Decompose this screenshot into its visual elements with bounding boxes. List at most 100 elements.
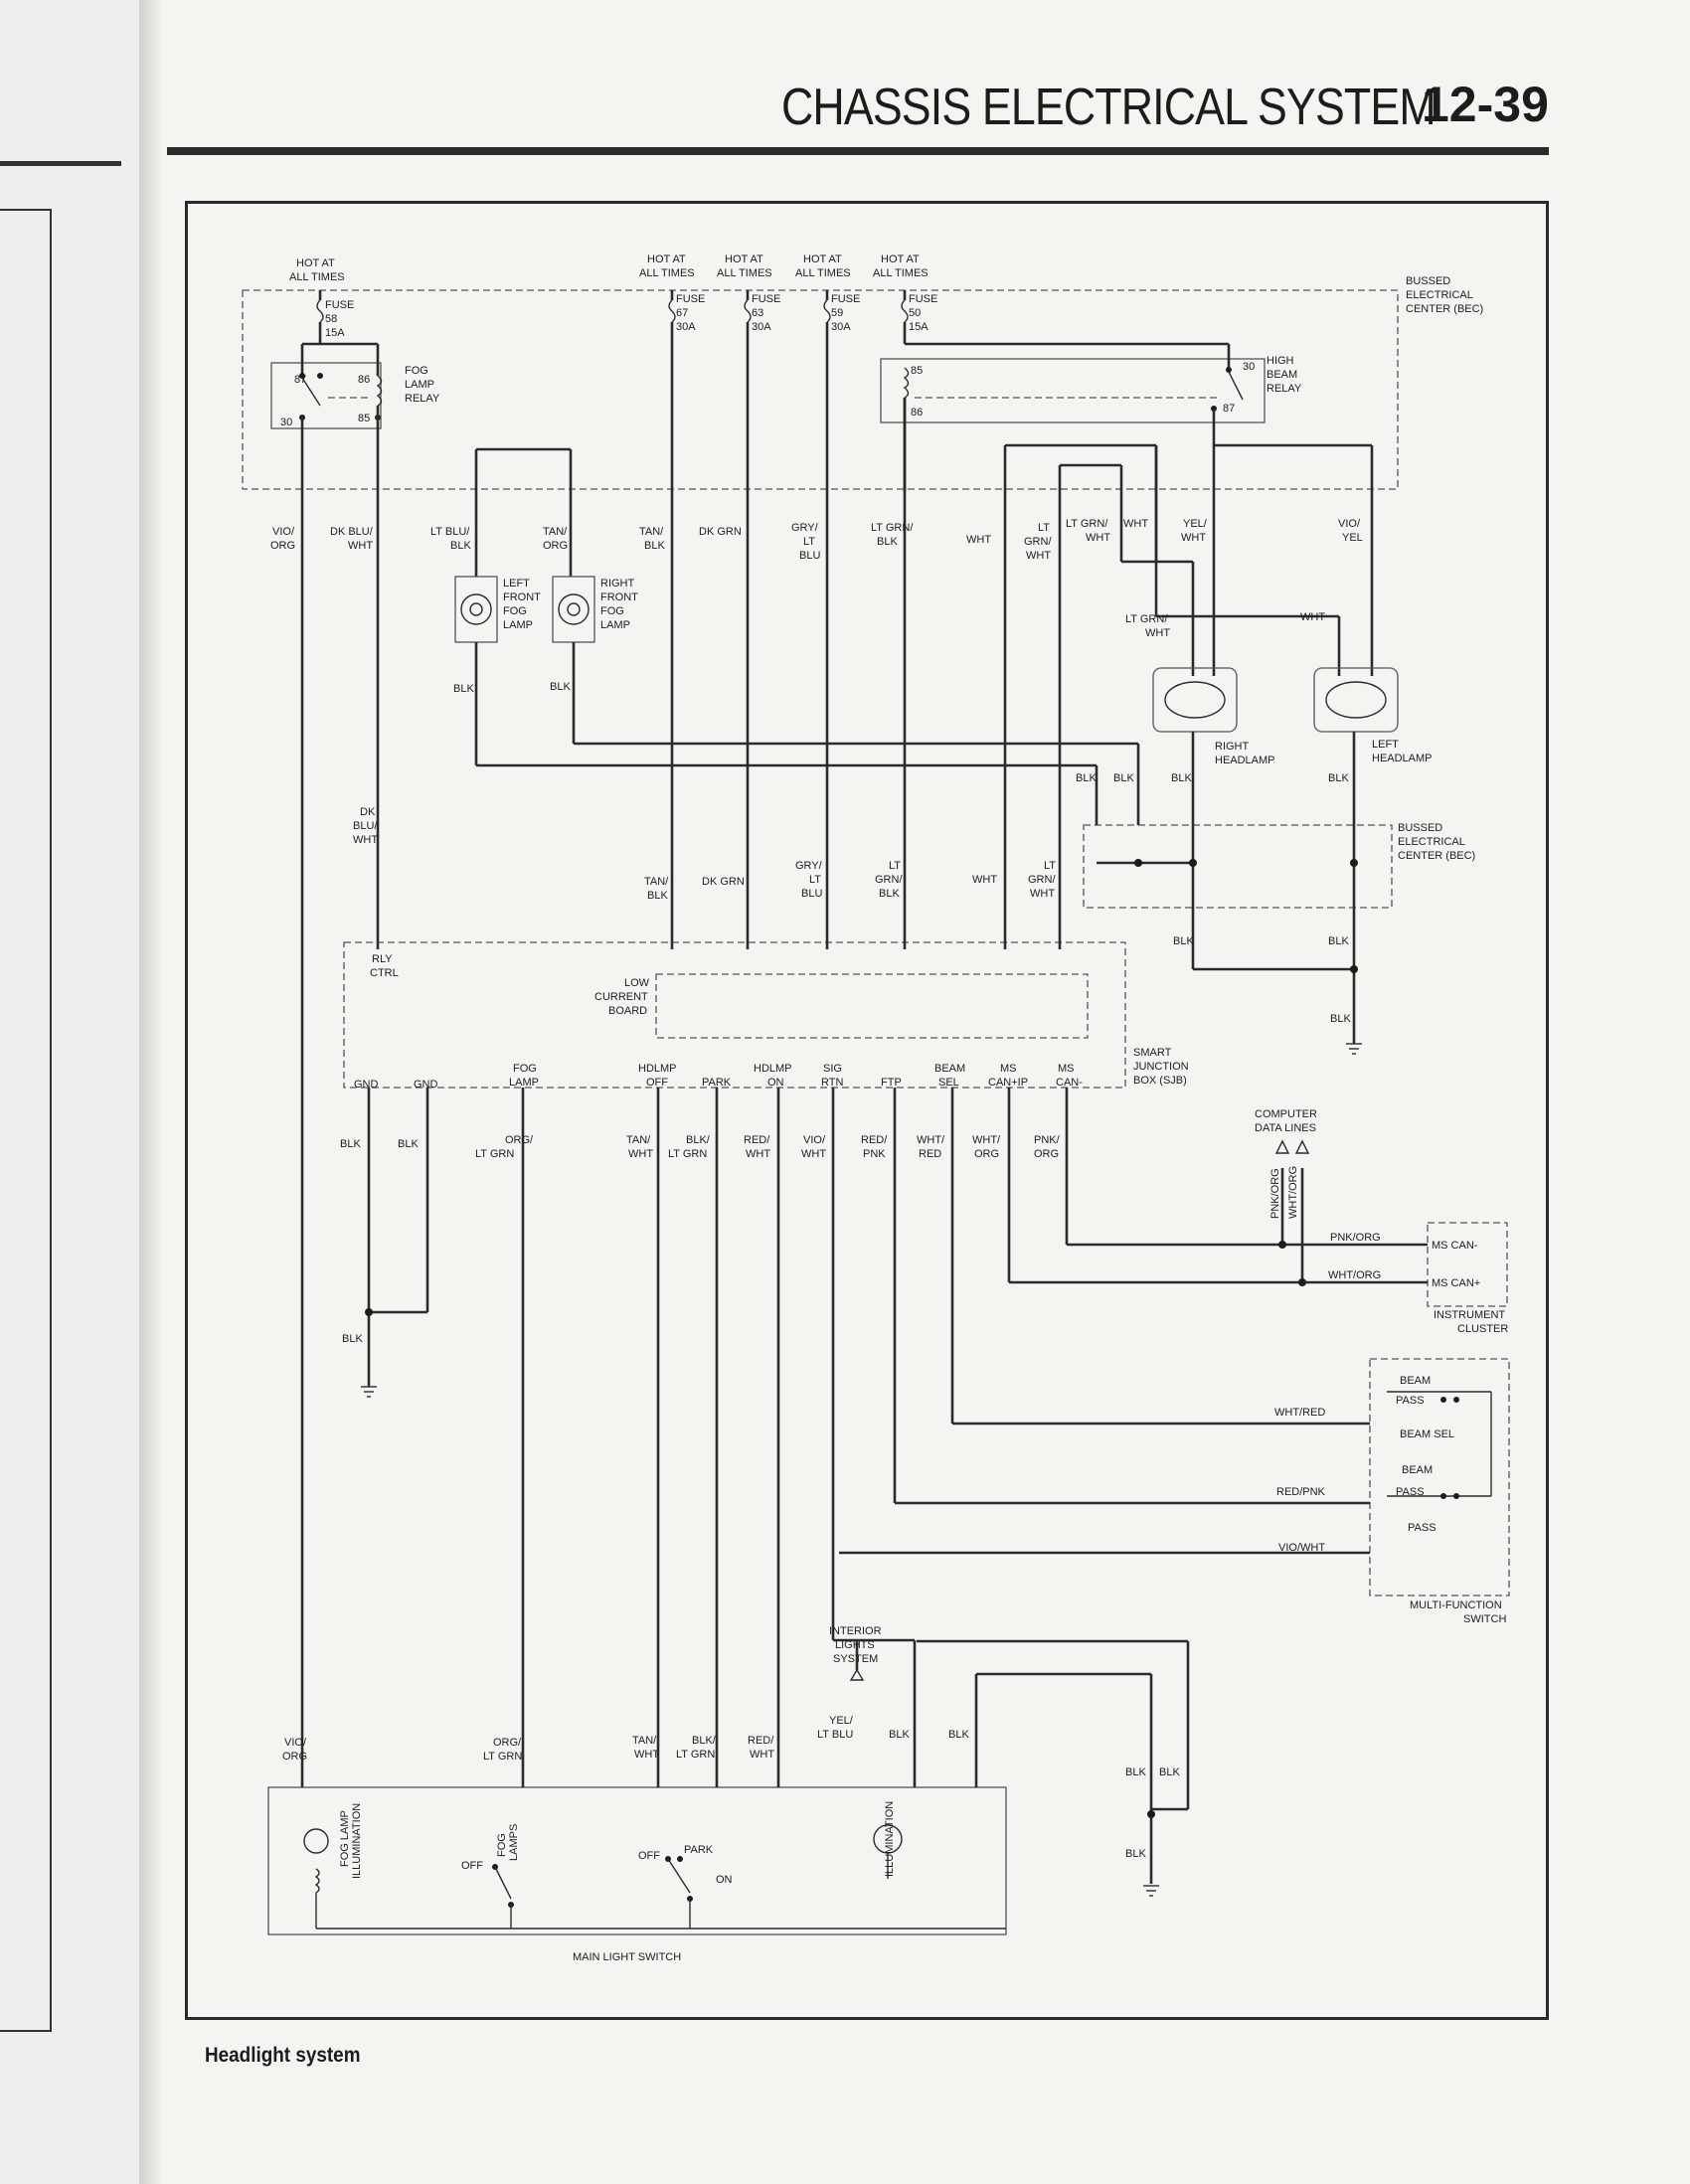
fuse-label: 59	[831, 307, 843, 319]
wire-label: BLK	[1171, 772, 1192, 784]
fog-relay-contacts	[299, 373, 383, 492]
wire-label: LT GRN	[475, 1148, 514, 1160]
sjb-terminal: ON	[767, 1077, 784, 1089]
ic-label: INSTRUMENT	[1434, 1309, 1505, 1321]
sjb-label: JUNCTION	[1133, 1061, 1189, 1073]
wire-label: RED/	[748, 1735, 774, 1747]
hot-label: HOT AT	[296, 257, 335, 269]
mls-label: OFF	[638, 1850, 660, 1862]
mls-label: MAIN LIGHT SWITCH	[573, 1951, 681, 1963]
sjb-terminal: GND	[354, 1079, 379, 1091]
interior-lights-label: INTERIOR	[829, 1625, 882, 1637]
sjb-terminal: LAMP	[509, 1077, 539, 1089]
mls-label: LAMPS	[508, 1824, 520, 1861]
pin-label: 85	[911, 365, 923, 377]
mfs-pos: BEAM	[1402, 1464, 1433, 1476]
wire-label: LT GRN/	[871, 522, 914, 534]
wire-label: GRN/	[1028, 874, 1056, 886]
fog-relay-label: LAMP	[405, 379, 434, 391]
fuse-67	[668, 290, 676, 323]
wire-label: LT	[889, 860, 901, 872]
sjb-terminal: SIG	[823, 1063, 842, 1075]
wire-label: WHT	[353, 834, 378, 846]
sjb-terminal: CAN-	[1056, 1077, 1083, 1089]
wire-label: GRY/	[795, 860, 823, 872]
wire-label: WHT	[1123, 518, 1148, 530]
page-number: 12-39	[1422, 77, 1549, 132]
wire-label: WHT	[1086, 532, 1110, 544]
sjb-terminal: MS	[1058, 1063, 1075, 1075]
wire-label: VIO/	[1338, 518, 1361, 530]
right-fog-label: FOG	[600, 605, 624, 617]
mls-label: PARK	[684, 1844, 714, 1856]
wire-label: LT BLU/	[430, 526, 470, 538]
low-current-board-outline	[655, 973, 1089, 1039]
hot-label: ALL TIMES	[639, 267, 695, 279]
wire-label: WHT	[634, 1749, 659, 1761]
wire-label: ORG	[270, 540, 295, 552]
wire-label: BLK	[1173, 935, 1194, 947]
wire-label: BLK	[647, 890, 668, 902]
wire-label: ORG	[974, 1148, 999, 1160]
wire-label: BLU/	[353, 820, 378, 832]
right-fog-label: RIGHT	[600, 578, 635, 589]
lcb-label: BOARD	[608, 1005, 647, 1017]
pin-label: 86	[911, 407, 923, 419]
fuse-63	[744, 290, 752, 323]
sjb-terminal: BEAM	[934, 1063, 965, 1075]
fuse-59	[823, 290, 831, 323]
mfs-pos: PASS	[1408, 1522, 1436, 1534]
mfs-label: SWITCH	[1463, 1613, 1506, 1625]
rly-ctrl-label: RLY	[372, 953, 393, 965]
wire-label: BLU	[801, 888, 822, 900]
wire-label: ORG	[543, 540, 568, 552]
wire-label: PNK/ORG	[1269, 1168, 1281, 1219]
relay-pin-labels: 87 86 30 85 85 86 30 87	[280, 361, 1255, 428]
wire-label: BLK	[1113, 772, 1134, 784]
rly-ctrl-label: CTRL	[370, 967, 399, 979]
wire-label: LT	[1038, 522, 1050, 534]
fuse-label: 15A	[909, 321, 929, 333]
wire-label: YEL/	[829, 1715, 854, 1727]
fuse-label: FUSE	[325, 299, 354, 311]
bec-top-outline	[242, 289, 1399, 490]
main-light-switch-outline	[267, 1786, 1007, 1935]
mfs-switch-labels: BEAM PASS BEAM SEL BEAM PASS PASS	[1396, 1375, 1454, 1534]
facing-page-frame	[0, 209, 52, 2032]
hot-label: HOT AT	[725, 253, 763, 265]
wire-label: WHT	[966, 534, 991, 546]
wire-label: WHT	[1300, 611, 1325, 623]
wire-label: YEL/	[1183, 518, 1208, 530]
right-fog-label: FRONT	[600, 591, 638, 603]
left-fog-label: LAMP	[503, 619, 533, 631]
hb-relay-contacts	[903, 367, 1244, 492]
lcb-label: CURRENT	[594, 991, 648, 1003]
mls-label: ILLUMINATION	[351, 1803, 363, 1879]
wire-label: LT	[809, 874, 821, 886]
fuse-label: 63	[752, 307, 763, 319]
pin-label: 87	[1223, 403, 1235, 415]
sjb-terminal: MS	[1000, 1063, 1017, 1075]
wire-label: BLK	[450, 540, 471, 552]
manual-page	[161, 0, 1690, 2184]
wire-label: GRN/	[875, 874, 903, 886]
bec-label: CENTER (BEC)	[1406, 303, 1483, 315]
sjb-terminal: HDLMP	[754, 1063, 792, 1075]
wire-label: LT	[1044, 860, 1056, 872]
sjb-terminal: FTP	[881, 1077, 902, 1089]
right-headlamp-label: RIGHT	[1215, 741, 1250, 753]
wire-label: DK GRN	[699, 526, 742, 538]
wire-label: VIO/WHT	[1278, 1542, 1325, 1554]
ground-tree-right	[1095, 744, 1362, 1055]
wire-label: PNK/	[1034, 1134, 1061, 1146]
wire-label: WHT	[1030, 888, 1055, 900]
wire-label: BLK/	[692, 1735, 717, 1747]
wire-label: LT GRN/	[1066, 518, 1108, 530]
wire-label: WHT/	[972, 1134, 1001, 1146]
wire-label: BLK	[1159, 1766, 1180, 1778]
wire-label: WHT	[628, 1148, 653, 1160]
hot-label: ALL TIMES	[873, 267, 929, 279]
wire-label: RED/PNK	[1276, 1486, 1326, 1498]
wire-label: WHT	[1026, 550, 1051, 562]
mfs-pos: PASS	[1396, 1395, 1425, 1407]
